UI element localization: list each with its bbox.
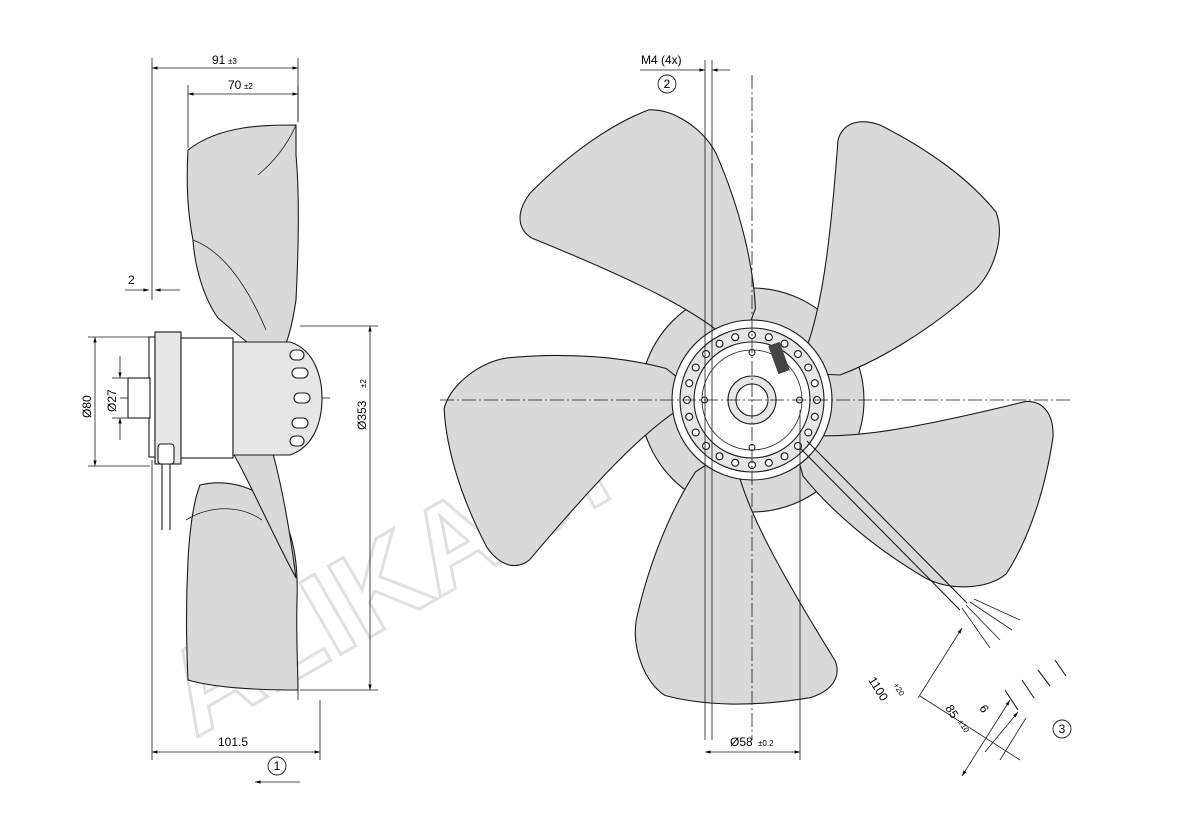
rotor-vent-hole	[685, 379, 694, 388]
front-blades	[443, 109, 1054, 705]
side-blade-lower-rib	[185, 508, 263, 521]
side-cable-gland	[157, 443, 175, 465]
dim-flange-gap-value: 2	[128, 273, 135, 287]
rotor-vent-hole	[731, 458, 740, 467]
front-rating-label	[768, 341, 790, 375]
front-view: M4 (4x) 2 Ø58 ±0.2 1100 +20 85 ±10	[440, 53, 1072, 777]
rotor-vent-hole	[715, 452, 724, 461]
front-blade	[794, 121, 1000, 376]
side-view: 91 ±3 70 ±2 2 Ø80 Ø2	[80, 53, 378, 784]
callout-3-label: 3	[1059, 722, 1066, 736]
dim-shaft-dia-value: Ø27	[105, 389, 119, 412]
dim-overall-depth-tol: ±3	[228, 57, 237, 66]
dim-base-len-value: 101.5	[218, 735, 248, 749]
rotor-vent-hole	[701, 441, 711, 451]
dim-base-len: 101.5	[151, 460, 321, 760]
rotor-vent-hole	[793, 349, 803, 359]
dim-shaft-dia: Ø27	[105, 356, 128, 440]
rotor-vent-hole	[715, 339, 724, 348]
callout-1: 1	[255, 756, 300, 784]
front-mount-holes	[682, 330, 822, 470]
dim-fan-dia-value: Ø353	[355, 400, 369, 430]
rotor-vent-hole	[780, 339, 789, 348]
side-rotor-ribs	[289, 349, 311, 447]
dim-fan-dia-tol: ±2	[359, 379, 368, 388]
callout-2-label: 2	[664, 77, 671, 91]
rotor-vent-hole	[804, 428, 813, 437]
dim-wire-strip-value: 6	[976, 702, 992, 715]
side-blade-upper-rib	[192, 239, 267, 331]
dim-blade-depth-value: 70	[228, 78, 242, 92]
dim-bolt-circle: Ø58 ±0.2	[705, 410, 801, 760]
dim-flange-gap: 2	[125, 273, 180, 292]
front-blade	[790, 400, 1054, 588]
rotor-vent-hole	[810, 412, 819, 421]
front-blade	[443, 354, 703, 567]
dim-bolt-circle-value: Ø58	[730, 735, 753, 749]
dim-flange-dia: Ø80	[80, 336, 150, 467]
dim-strip-len-value: 85	[942, 702, 961, 721]
rotor-vent-hole	[804, 363, 813, 372]
dim-overall-depth-value: 91	[212, 53, 226, 67]
callout-3: 3	[1052, 719, 1072, 739]
side-blade-upper	[186, 124, 299, 361]
rotor-vent-hole	[764, 333, 773, 342]
dim-bolt-circle-tol: ±0.2	[758, 739, 774, 748]
dim-strip-len: 85 ±10	[942, 699, 1011, 777]
dim-blade-depth: 70 ±2	[187, 78, 299, 148]
dim-wire-strip: 6	[976, 702, 1027, 761]
dim-thread: M4 (4x)	[640, 53, 730, 740]
dim-cable-len-tol: +20	[891, 681, 906, 698]
rotor-vent-hole	[810, 379, 819, 388]
rotor-vent-hole	[685, 412, 694, 421]
rotor-vent-hole	[691, 428, 700, 437]
dim-cable-len: 1100 +20	[865, 627, 1021, 761]
side-hub-body	[180, 337, 234, 459]
dim-thread-value: M4 (4x)	[641, 53, 682, 67]
callout-2: 2	[657, 74, 677, 94]
dim-flange-dia-value: Ø80	[80, 395, 94, 418]
side-shaft-stub	[127, 377, 151, 419]
rotor-vent-hole	[691, 363, 700, 372]
dim-fan-dia: Ø353 ±2	[300, 325, 378, 691]
rotor-vent-hole	[731, 333, 740, 342]
front-blade	[519, 109, 756, 352]
front-cable	[799, 440, 968, 611]
dim-blade-depth-tol: ±2	[244, 82, 253, 91]
side-blade-upper-edge	[257, 124, 297, 176]
rotor-vent-hole	[701, 349, 711, 359]
front-cable-wires	[961, 598, 1067, 711]
rotor-vent-hole	[764, 458, 773, 467]
rotor-vent-hole	[780, 452, 789, 461]
dim-cable-len-value: 1100	[865, 674, 891, 704]
front-blade	[634, 446, 838, 705]
callout-1-label: 1	[274, 759, 281, 773]
dim-strip-len-tol: ±10	[956, 718, 971, 735]
